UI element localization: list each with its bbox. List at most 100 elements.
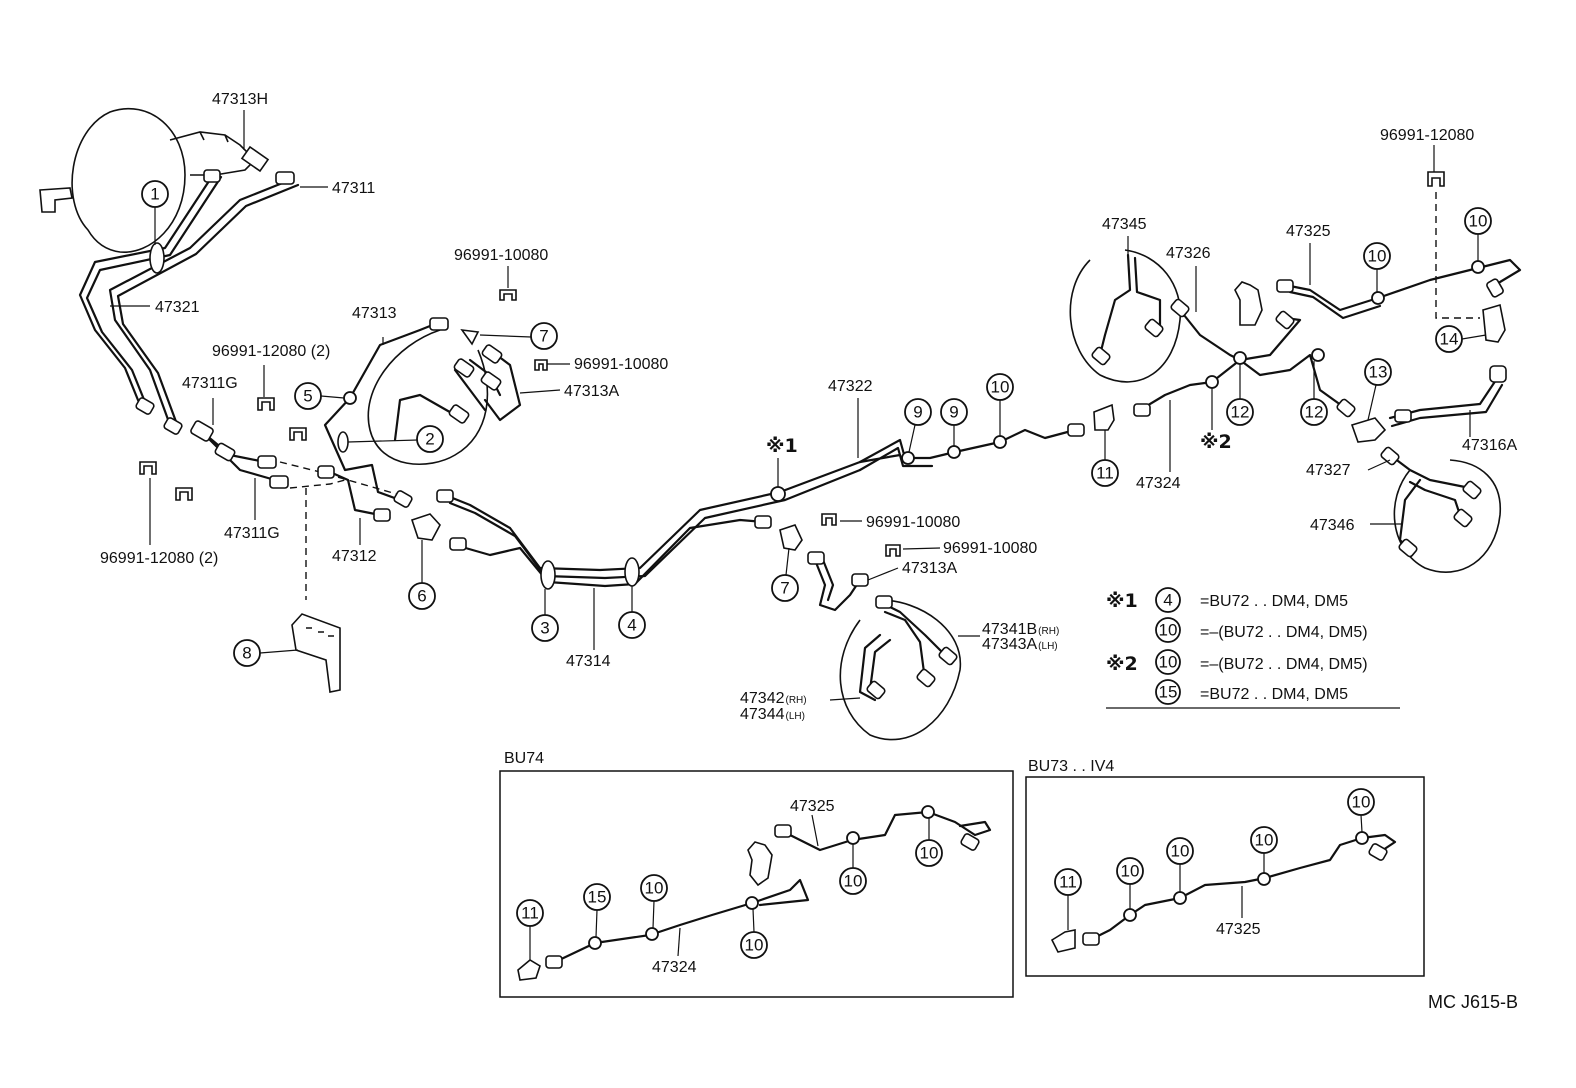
svg-text:10: 10 xyxy=(920,844,939,863)
svg-text:11: 11 xyxy=(521,904,539,923)
svg-text:2: 2 xyxy=(425,430,434,449)
svg-text:10: 10 xyxy=(844,872,863,891)
svg-text:1: 1 xyxy=(150,185,159,204)
rear-brake-tube-47346 xyxy=(1367,446,1501,573)
inset-bu73-iv4: BU73 . . IV4 11 10 10 10 10 47325 xyxy=(1025,758,1425,977)
tube-47325 xyxy=(1276,243,1522,320)
svg-text:10: 10 xyxy=(645,879,664,898)
callout-8: 8 xyxy=(233,639,261,667)
legend: ※1 4 =BU72 . . DM4, DM5 10 =–(BU72 . . D… xyxy=(1106,587,1400,709)
dashed-line-a xyxy=(279,461,401,496)
legend-row-3: =–(BU72 . . DM4, DM5) xyxy=(1200,656,1368,673)
callout-4: 4 xyxy=(618,611,646,639)
label-96991-10080-a: 96991-10080 xyxy=(454,247,548,264)
legend-row-2: =–(BU72 . . DM4, DM5) xyxy=(1200,624,1368,641)
legend-badge-4: 4 xyxy=(1155,587,1181,613)
callout-10-c: 10 xyxy=(1464,207,1492,235)
bracket-14 xyxy=(1482,303,1506,343)
label-47313a-b: 47313A xyxy=(902,560,957,577)
callout-9-a: 9 xyxy=(904,398,932,426)
svg-text:10: 10 xyxy=(745,936,764,955)
mark-2: ※2 xyxy=(1200,431,1232,453)
svg-text:11: 11 xyxy=(1059,873,1077,892)
legend-badge-10-b: 10 xyxy=(1155,649,1181,675)
svg-text:9: 9 xyxy=(913,403,922,422)
rear-brake-tube-47345 xyxy=(1069,236,1181,383)
svg-text:6: 6 xyxy=(417,587,426,606)
inset-bu74-callout-10-a: 10 xyxy=(640,874,668,902)
svg-text:10: 10 xyxy=(1121,862,1140,881)
label-96991-10080-b: 96991-10080 xyxy=(574,356,668,373)
brake-booster xyxy=(39,107,257,253)
inset-bu73-callout-10-b: 10 xyxy=(1166,837,1194,865)
label-47311g-a: 47311G xyxy=(182,375,238,392)
inset-bu73-title: BU73 . . IV4 xyxy=(1028,758,1114,775)
svg-text:10: 10 xyxy=(1159,653,1178,672)
master-cylinder-tubes xyxy=(78,173,300,429)
svg-text:4: 4 xyxy=(1163,591,1172,610)
svg-text:12: 12 xyxy=(1231,403,1250,422)
inset-bu73-callout-11: 11 xyxy=(1054,868,1082,896)
bracket-11 xyxy=(1093,403,1115,431)
label-47345: 47345 xyxy=(1102,216,1147,233)
label-47312: 47312 xyxy=(332,548,377,565)
callout-13: 13 xyxy=(1364,358,1392,386)
inset-bu74: BU74 11 15 10 10 10 10 47325 47324 xyxy=(499,750,1014,998)
fitting-47313h xyxy=(240,110,270,173)
mark-1: ※1 xyxy=(766,435,798,457)
clip-group-left xyxy=(139,289,548,545)
svg-text:10: 10 xyxy=(1352,793,1371,812)
label-47311: 47311 xyxy=(332,180,375,197)
dashed-line-b xyxy=(289,479,346,489)
svg-text:7: 7 xyxy=(780,579,789,598)
callout-12-b: 12 xyxy=(1300,398,1328,426)
callout-11: 11 xyxy=(1091,459,1119,487)
inset-bu73-callout-10-a: 10 xyxy=(1116,857,1144,885)
inset-bu74-callout-10-b: 10 xyxy=(740,931,768,959)
svg-text:13: 13 xyxy=(1369,363,1388,382)
svg-text:15: 15 xyxy=(588,888,607,907)
legend-badge-10-a: 10 xyxy=(1155,617,1181,643)
clip-96991-12080-right xyxy=(1427,145,1480,319)
inset-bu74-callout-15: 15 xyxy=(583,883,611,911)
inset-bu73-callout-10-c: 10 xyxy=(1250,826,1278,854)
callout-5: 5 xyxy=(294,382,322,410)
label-47321: 47321 xyxy=(155,299,200,316)
inset-bu73-label-47325: 47325 xyxy=(1216,921,1261,938)
legend-mark-1: ※1 xyxy=(1106,590,1138,612)
svg-text:10: 10 xyxy=(1469,212,1488,231)
diagram-code: MC J615-B xyxy=(1428,992,1518,1012)
callout-1: 1 xyxy=(141,180,169,208)
svg-text:14: 14 xyxy=(1440,330,1459,349)
legend-mark-2: ※2 xyxy=(1106,653,1138,675)
label-47314: 47314 xyxy=(566,653,611,670)
callout-12-a: 12 xyxy=(1226,398,1254,426)
proportioning-valve xyxy=(1234,281,1263,326)
bracket-8 xyxy=(291,613,341,693)
fitting-47311 xyxy=(275,171,328,188)
flex-hose-47311g xyxy=(190,398,289,520)
callout-6: 6 xyxy=(408,582,436,610)
label-47311g-b: 47311G xyxy=(224,525,280,542)
svg-text:15: 15 xyxy=(1159,683,1178,702)
svg-text:8: 8 xyxy=(242,644,251,663)
label-47326: 47326 xyxy=(1166,245,1211,262)
label-47313: 47313 xyxy=(352,305,397,322)
label-47322: 47322 xyxy=(828,378,873,395)
inset-bu74-callout-10-d: 10 xyxy=(915,839,943,867)
svg-text:10: 10 xyxy=(991,378,1010,397)
clip-group-middle xyxy=(821,513,941,557)
label-47324: 47324 xyxy=(1136,475,1181,492)
label-47346: 47346 xyxy=(1310,517,1355,534)
hose-47313a-lower xyxy=(807,551,899,612)
svg-text:9: 9 xyxy=(949,403,958,422)
callout-10-a: 10 xyxy=(986,373,1014,401)
callout-7-upper: 7 xyxy=(530,322,558,350)
callout-14: 14 xyxy=(1435,325,1463,353)
tube-47312 xyxy=(317,465,391,545)
rear-brake-tubes-47341b-47342 xyxy=(829,595,980,741)
svg-text:7: 7 xyxy=(539,327,548,346)
inset-bu74-callout-11: 11 xyxy=(516,899,544,927)
callout-3: 3 xyxy=(531,614,559,642)
